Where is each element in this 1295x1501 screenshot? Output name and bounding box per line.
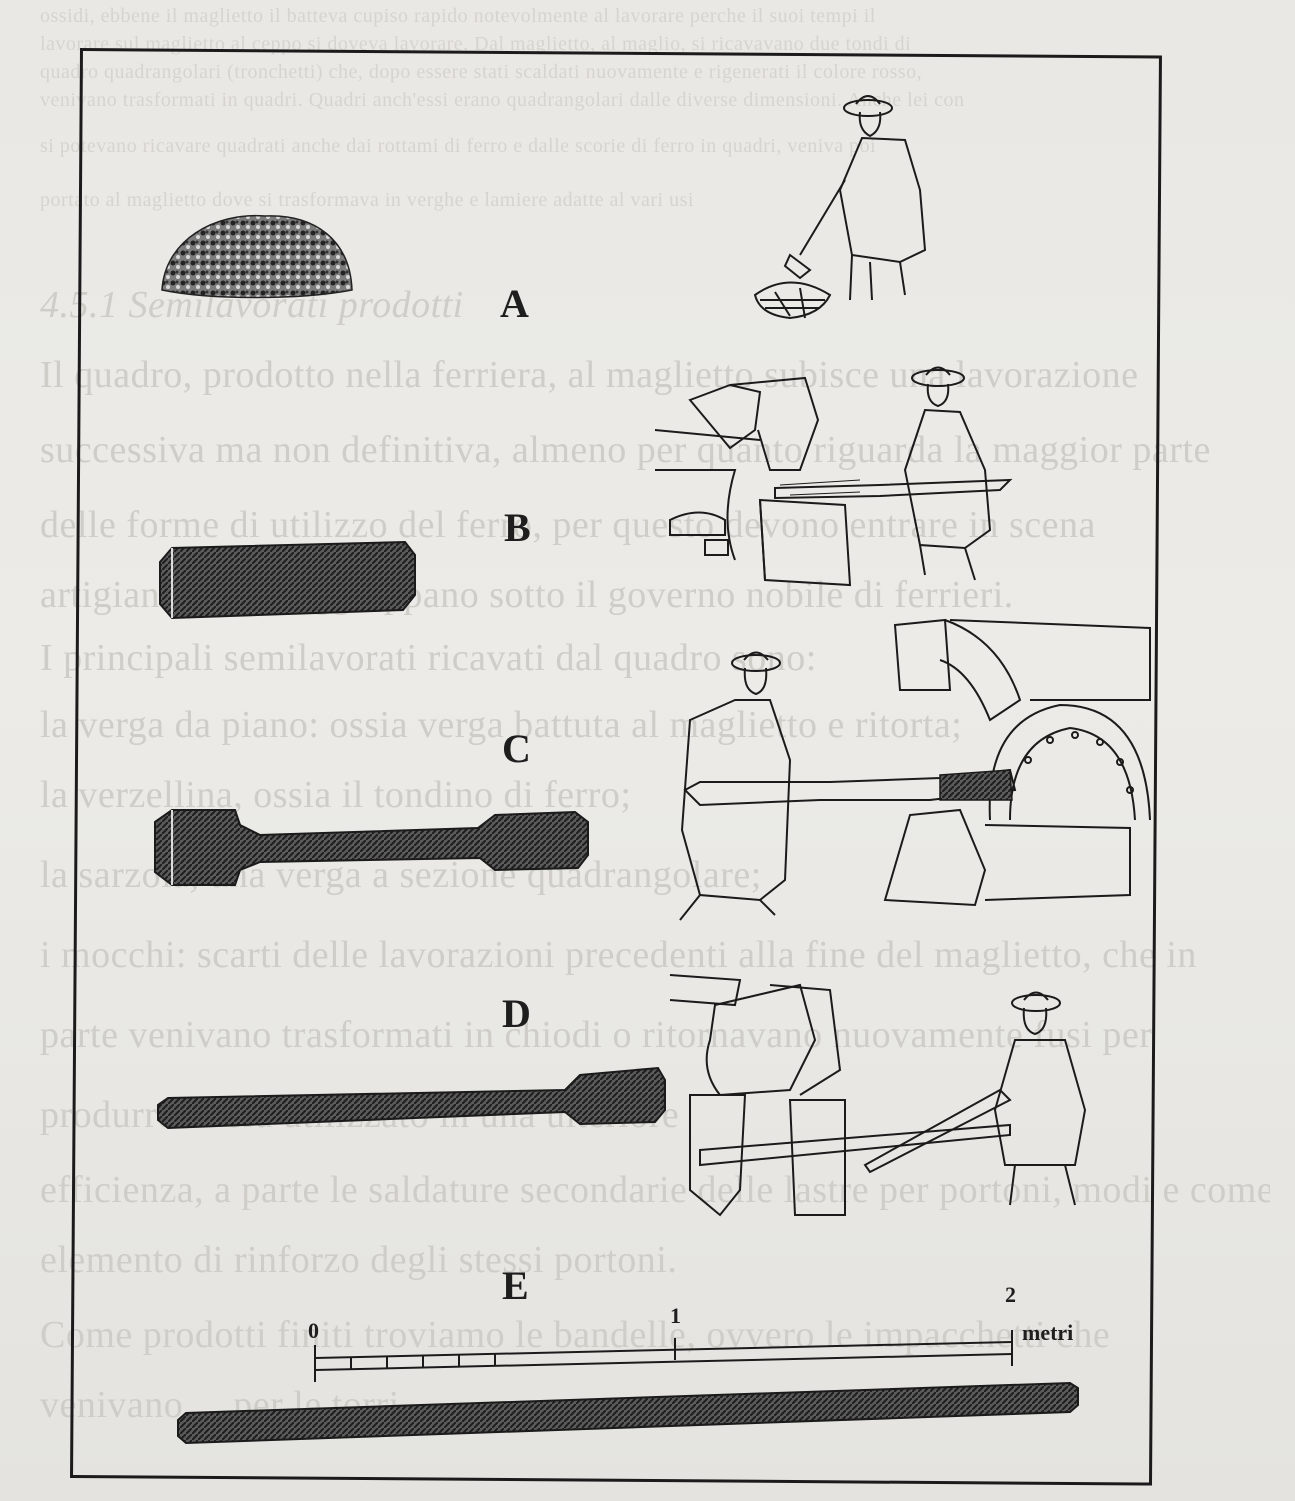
square-billet-icon	[160, 542, 415, 618]
worker-at-trip-hammer-icon	[655, 368, 1010, 586]
panel-label-d: D	[502, 990, 531, 1037]
scale-label-one: 1	[670, 1303, 681, 1329]
panel-label-c: C	[502, 725, 531, 772]
long-drawn-bar-icon	[158, 1068, 665, 1128]
scale-label-unit: metri	[1022, 1320, 1073, 1346]
worker-at-hammer-wheel-icon	[680, 620, 1150, 920]
finished-rod-icon	[178, 1383, 1078, 1443]
panel-label-e: E	[502, 1262, 529, 1309]
scale-label-zero: 0	[308, 1318, 319, 1344]
bloom-pile-icon	[162, 216, 352, 298]
panel-label-b: B	[504, 504, 531, 551]
worker-shovelling-icon	[755, 96, 925, 318]
panel-label-a: A	[500, 280, 529, 327]
scale-label-two: 2	[1005, 1282, 1016, 1308]
worker-drawing-bar-icon	[670, 975, 1085, 1215]
scale-bar	[315, 1330, 1012, 1382]
drawn-billet-icon	[155, 810, 588, 885]
